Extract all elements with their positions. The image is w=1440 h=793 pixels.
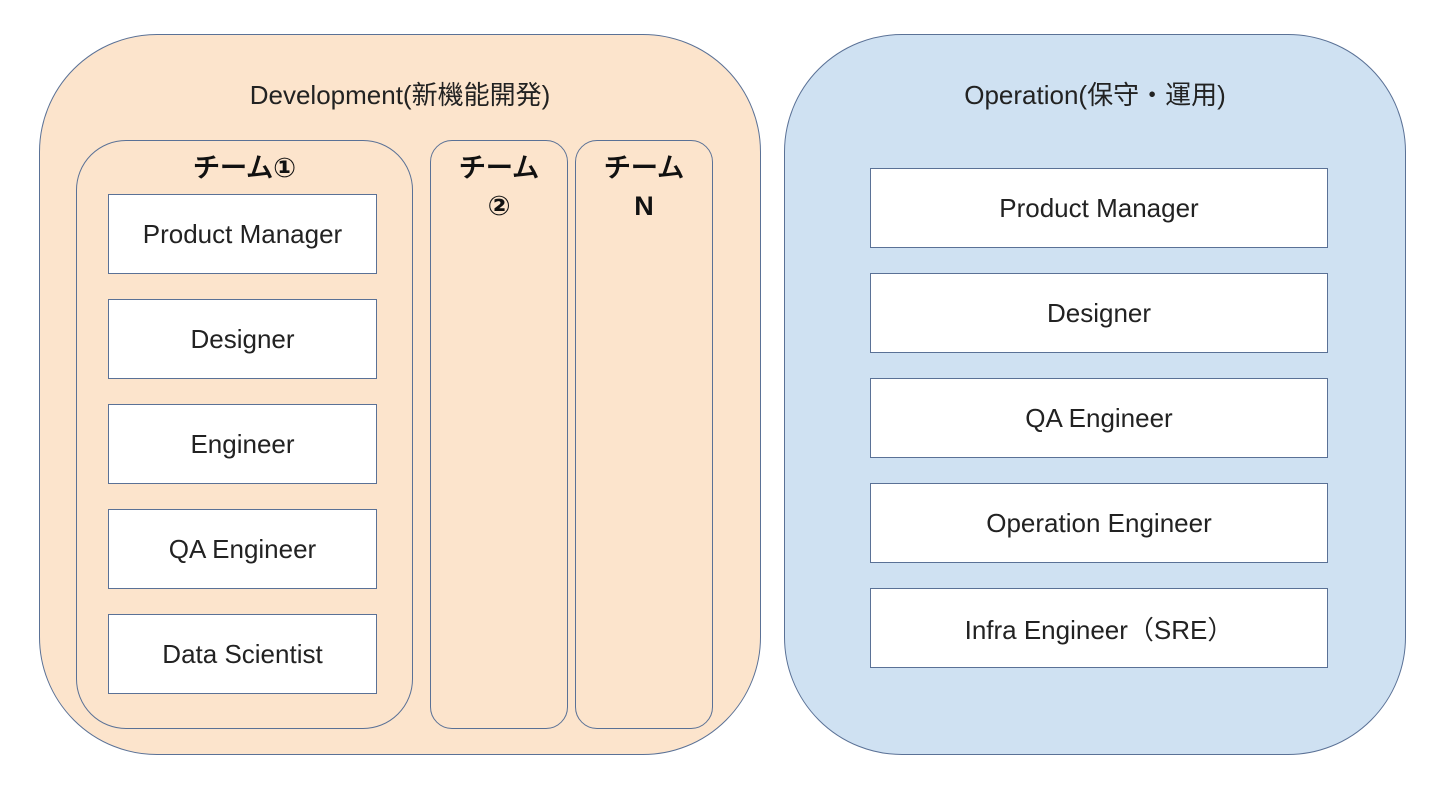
team-2: チーム ② [430,140,568,729]
op-role-infra-engineer: Infra Engineer（SRE） [870,588,1328,668]
team-2-title-line1: チーム [458,153,540,183]
op-role-qa-engineer: QA Engineer [870,378,1328,458]
team-n-title: チーム N [576,149,712,225]
team-2-title: チーム ② [431,149,567,225]
development-title: Development(新機能開発) [249,80,551,110]
team-1-title: チーム① [192,153,297,183]
team-n-title-line2: N [634,191,654,221]
dev-role-engineer: Engineer [108,404,377,484]
op-role-designer: Designer [870,273,1328,353]
team-n-title-line1: チーム [603,153,685,183]
op-role-product-manager: Product Manager [870,168,1328,248]
dev-role-data-scientist: Data Scientist [108,614,377,694]
op-role-operation-engineer: Operation Engineer [870,483,1328,563]
team-n: チーム N [575,140,713,729]
dev-role-designer: Designer [108,299,377,379]
dev-role-qa-engineer: QA Engineer [108,509,377,589]
operation-title: Operation(保守・運用) [964,80,1226,110]
dev-role-product-manager: Product Manager [108,194,377,274]
team-2-title-line2: ② [487,191,511,221]
